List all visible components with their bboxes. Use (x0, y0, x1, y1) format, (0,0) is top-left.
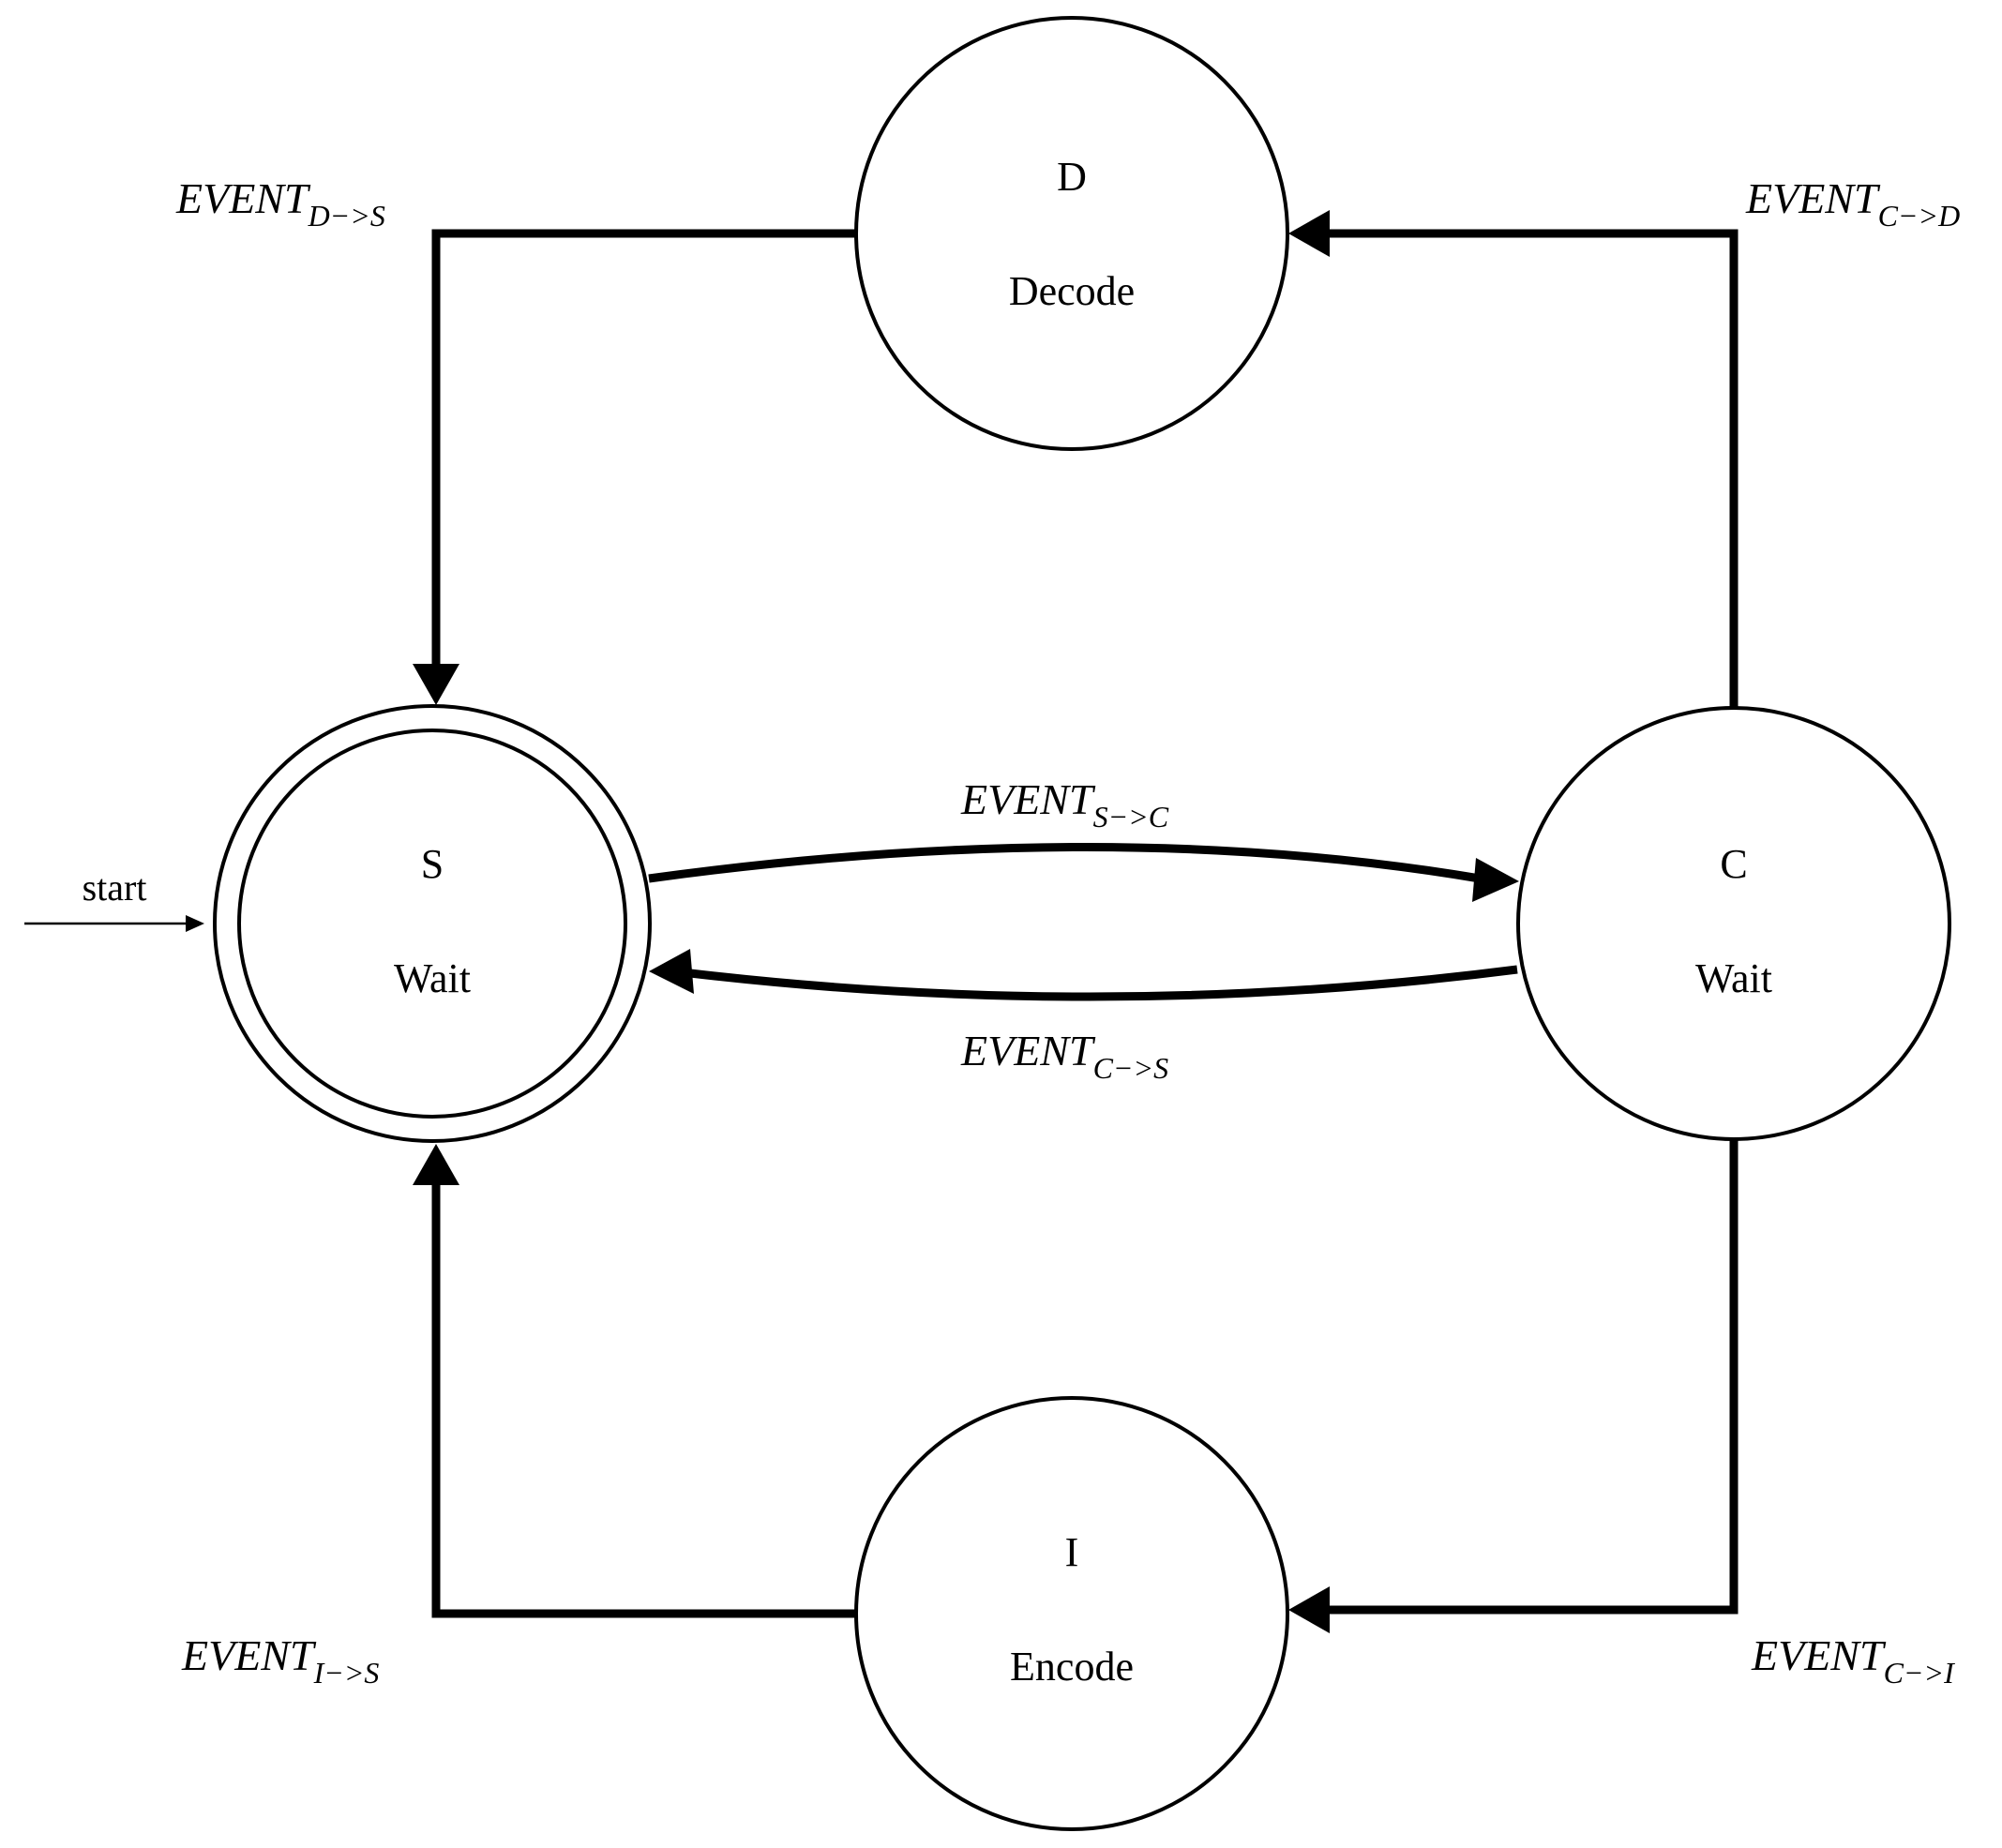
label-c-to-i: EVENTC−>I (1751, 1631, 1955, 1690)
state-s: S Wait (213, 704, 652, 1143)
label-d-to-s: EVENTD−>S (175, 174, 385, 233)
label-c-to-d: EVENTC−>D (1745, 174, 1960, 233)
edge-i-to-s (413, 1144, 855, 1618)
state-i-label: Encode (1010, 1644, 1134, 1690)
arrowhead-c-to-s (649, 949, 694, 994)
state-i-id: I (1065, 1529, 1079, 1575)
state-d: D Decode (854, 16, 1289, 451)
start-arrowhead (186, 915, 204, 932)
edge-s-to-c (648, 843, 1519, 902)
label-s-to-c: EVENTS−>C (960, 775, 1169, 834)
state-c: C Wait (1516, 706, 1951, 1141)
label-i-to-s: EVENTI−>S (181, 1631, 379, 1690)
state-i: I Encode (854, 1396, 1289, 1831)
state-d-label: Decode (1009, 268, 1135, 314)
edge-d-to-s (413, 229, 855, 705)
arrowhead-i-to-s (413, 1144, 459, 1185)
label-c-to-s: EVENTC−>S (960, 1027, 1168, 1085)
start-arrow: start (24, 866, 204, 932)
arrowhead-s-to-c (1472, 858, 1519, 902)
state-c-id: C (1720, 841, 1747, 887)
start-label: start (83, 866, 147, 909)
state-s-label: Wait (394, 955, 471, 1001)
edge-c-to-d (1288, 210, 1739, 707)
edge-c-to-i (1288, 1140, 1739, 1633)
state-d-id: D (1057, 154, 1087, 200)
edge-c-to-s (649, 949, 1518, 1001)
arrowhead-c-to-i (1288, 1586, 1330, 1633)
arrowhead-c-to-d (1288, 210, 1330, 257)
state-s-id: S (421, 841, 444, 887)
state-c-label: Wait (1695, 955, 1772, 1001)
arrowhead-d-to-s (413, 664, 459, 705)
